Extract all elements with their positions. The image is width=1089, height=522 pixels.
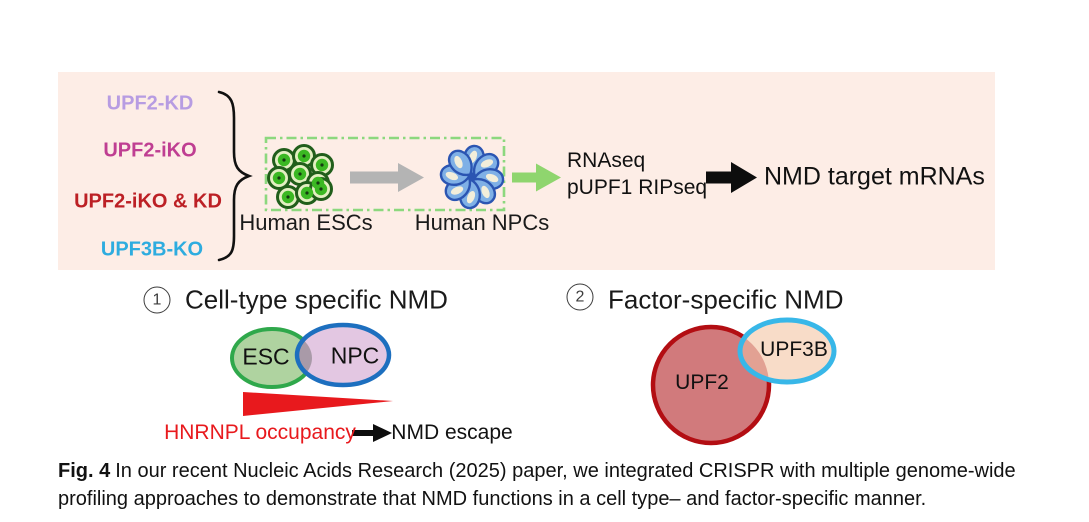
venn1-esc-label: ESC — [242, 343, 290, 370]
human-npcs-label: Human NPCs — [414, 210, 550, 235]
npc-rosette-icon — [439, 144, 505, 210]
condition-upf2-iko: UPF2-iKO — [103, 139, 197, 162]
human-escs-label: Human ESCs — [239, 210, 373, 235]
caption-prefix: Fig. 4 — [58, 460, 111, 482]
green-arrow-icon — [512, 163, 561, 192]
section1-number-icon: 1 — [143, 286, 171, 314]
gray-arrow-icon — [350, 163, 424, 192]
condition-upf2-iko-kd: UPF2-iKO & KD — [74, 190, 222, 213]
experiment-panel — [58, 72, 995, 270]
condition-upf3b-ko: UPF3B-KO — [100, 238, 204, 261]
section2-number: 2 — [575, 288, 585, 305]
differentiation-box — [264, 136, 506, 212]
occupancy-wedge-icon — [243, 392, 393, 416]
escape-arrow-icon — [352, 424, 392, 442]
nmd-target-mrnas-label: NMD target mRNAs — [764, 162, 985, 191]
brace — [217, 90, 253, 262]
condition-upf2-kd: UPF2-KD — [106, 92, 194, 115]
nmd-escape-label: NMD escape — [391, 421, 513, 444]
esc-colony-icon — [267, 144, 334, 209]
venn2-upf3b-label: UPF3B — [760, 338, 828, 361]
section1-title: Cell-type specific NMD — [185, 284, 448, 315]
caption-text: In our recent Nucleic Acids Research (20… — [58, 460, 1016, 511]
section1-number: 1 — [152, 291, 162, 308]
hnrnpl-occupancy-label: HNRNPL occupancy — [164, 421, 356, 444]
section2-title: Factor-specific NMD — [608, 284, 844, 315]
venn-factor — [650, 317, 837, 446]
section2-number-icon: 2 — [566, 283, 594, 311]
venn-cell-type — [230, 322, 392, 389]
venn1-npc-label: NPC — [330, 342, 380, 369]
rnaseq-label: RNAseq — [567, 149, 646, 172]
venn2-upf2-label: UPF2 — [675, 371, 729, 394]
pupf1-ripseq-label: pUPF1 RIPseq — [567, 176, 708, 199]
black-arrow-icon — [706, 162, 757, 193]
